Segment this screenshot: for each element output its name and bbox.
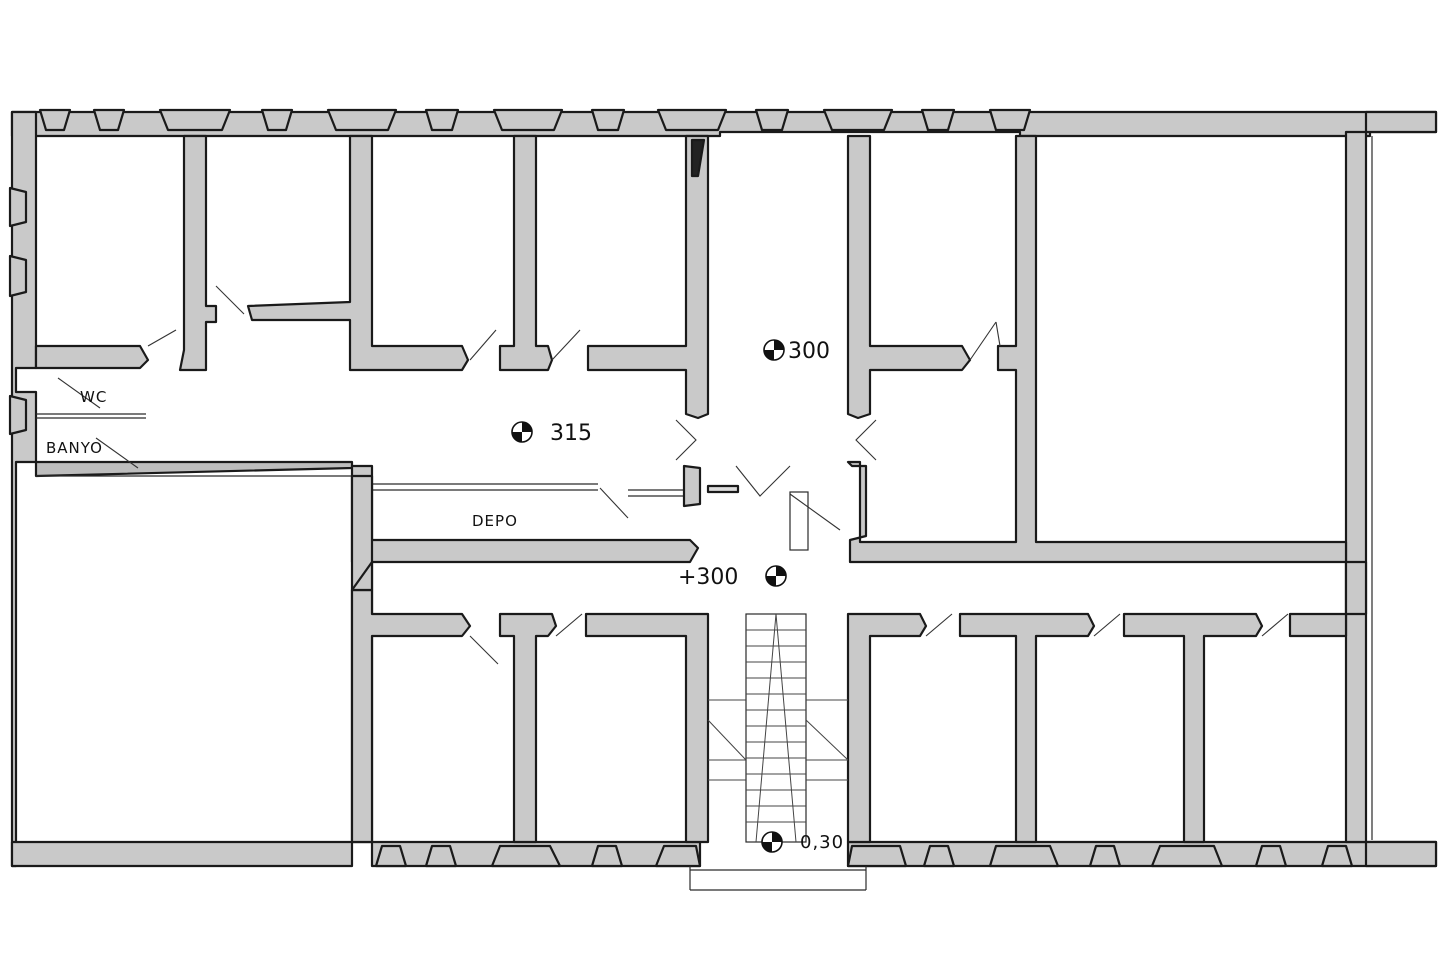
room-labels: WC BANYO DEPO bbox=[46, 388, 518, 530]
level-corridor: 315 bbox=[550, 421, 592, 446]
stair bbox=[689, 613, 867, 891]
east-annex bbox=[1364, 110, 1438, 868]
level-marker-corridor: 315 bbox=[511, 421, 592, 446]
south-wall bbox=[10, 840, 354, 868]
banyo-label: BANYO bbox=[46, 439, 103, 457]
depo-walls bbox=[350, 464, 740, 564]
north-partitions bbox=[34, 134, 1348, 564]
south-partitions bbox=[350, 560, 1368, 844]
wc-label: WC bbox=[80, 388, 107, 406]
level-landing: +300 bbox=[678, 565, 738, 590]
west-window-recesses bbox=[8, 186, 28, 436]
east-wall bbox=[1344, 130, 1368, 844]
level-marker-landing: +300 bbox=[678, 565, 787, 590]
south-window-piers bbox=[374, 844, 1354, 868]
depo-label: DEPO bbox=[472, 512, 518, 530]
level-marker-stair-base: 0,30 bbox=[761, 831, 844, 853]
level-hall: 300 bbox=[788, 339, 830, 364]
wc-partitions bbox=[34, 413, 354, 478]
north-window-piers bbox=[38, 108, 1032, 132]
door-swings bbox=[57, 285, 1289, 665]
level-stair-base: 0,30 bbox=[800, 832, 844, 853]
level-marker-hall: 300 bbox=[763, 339, 830, 364]
